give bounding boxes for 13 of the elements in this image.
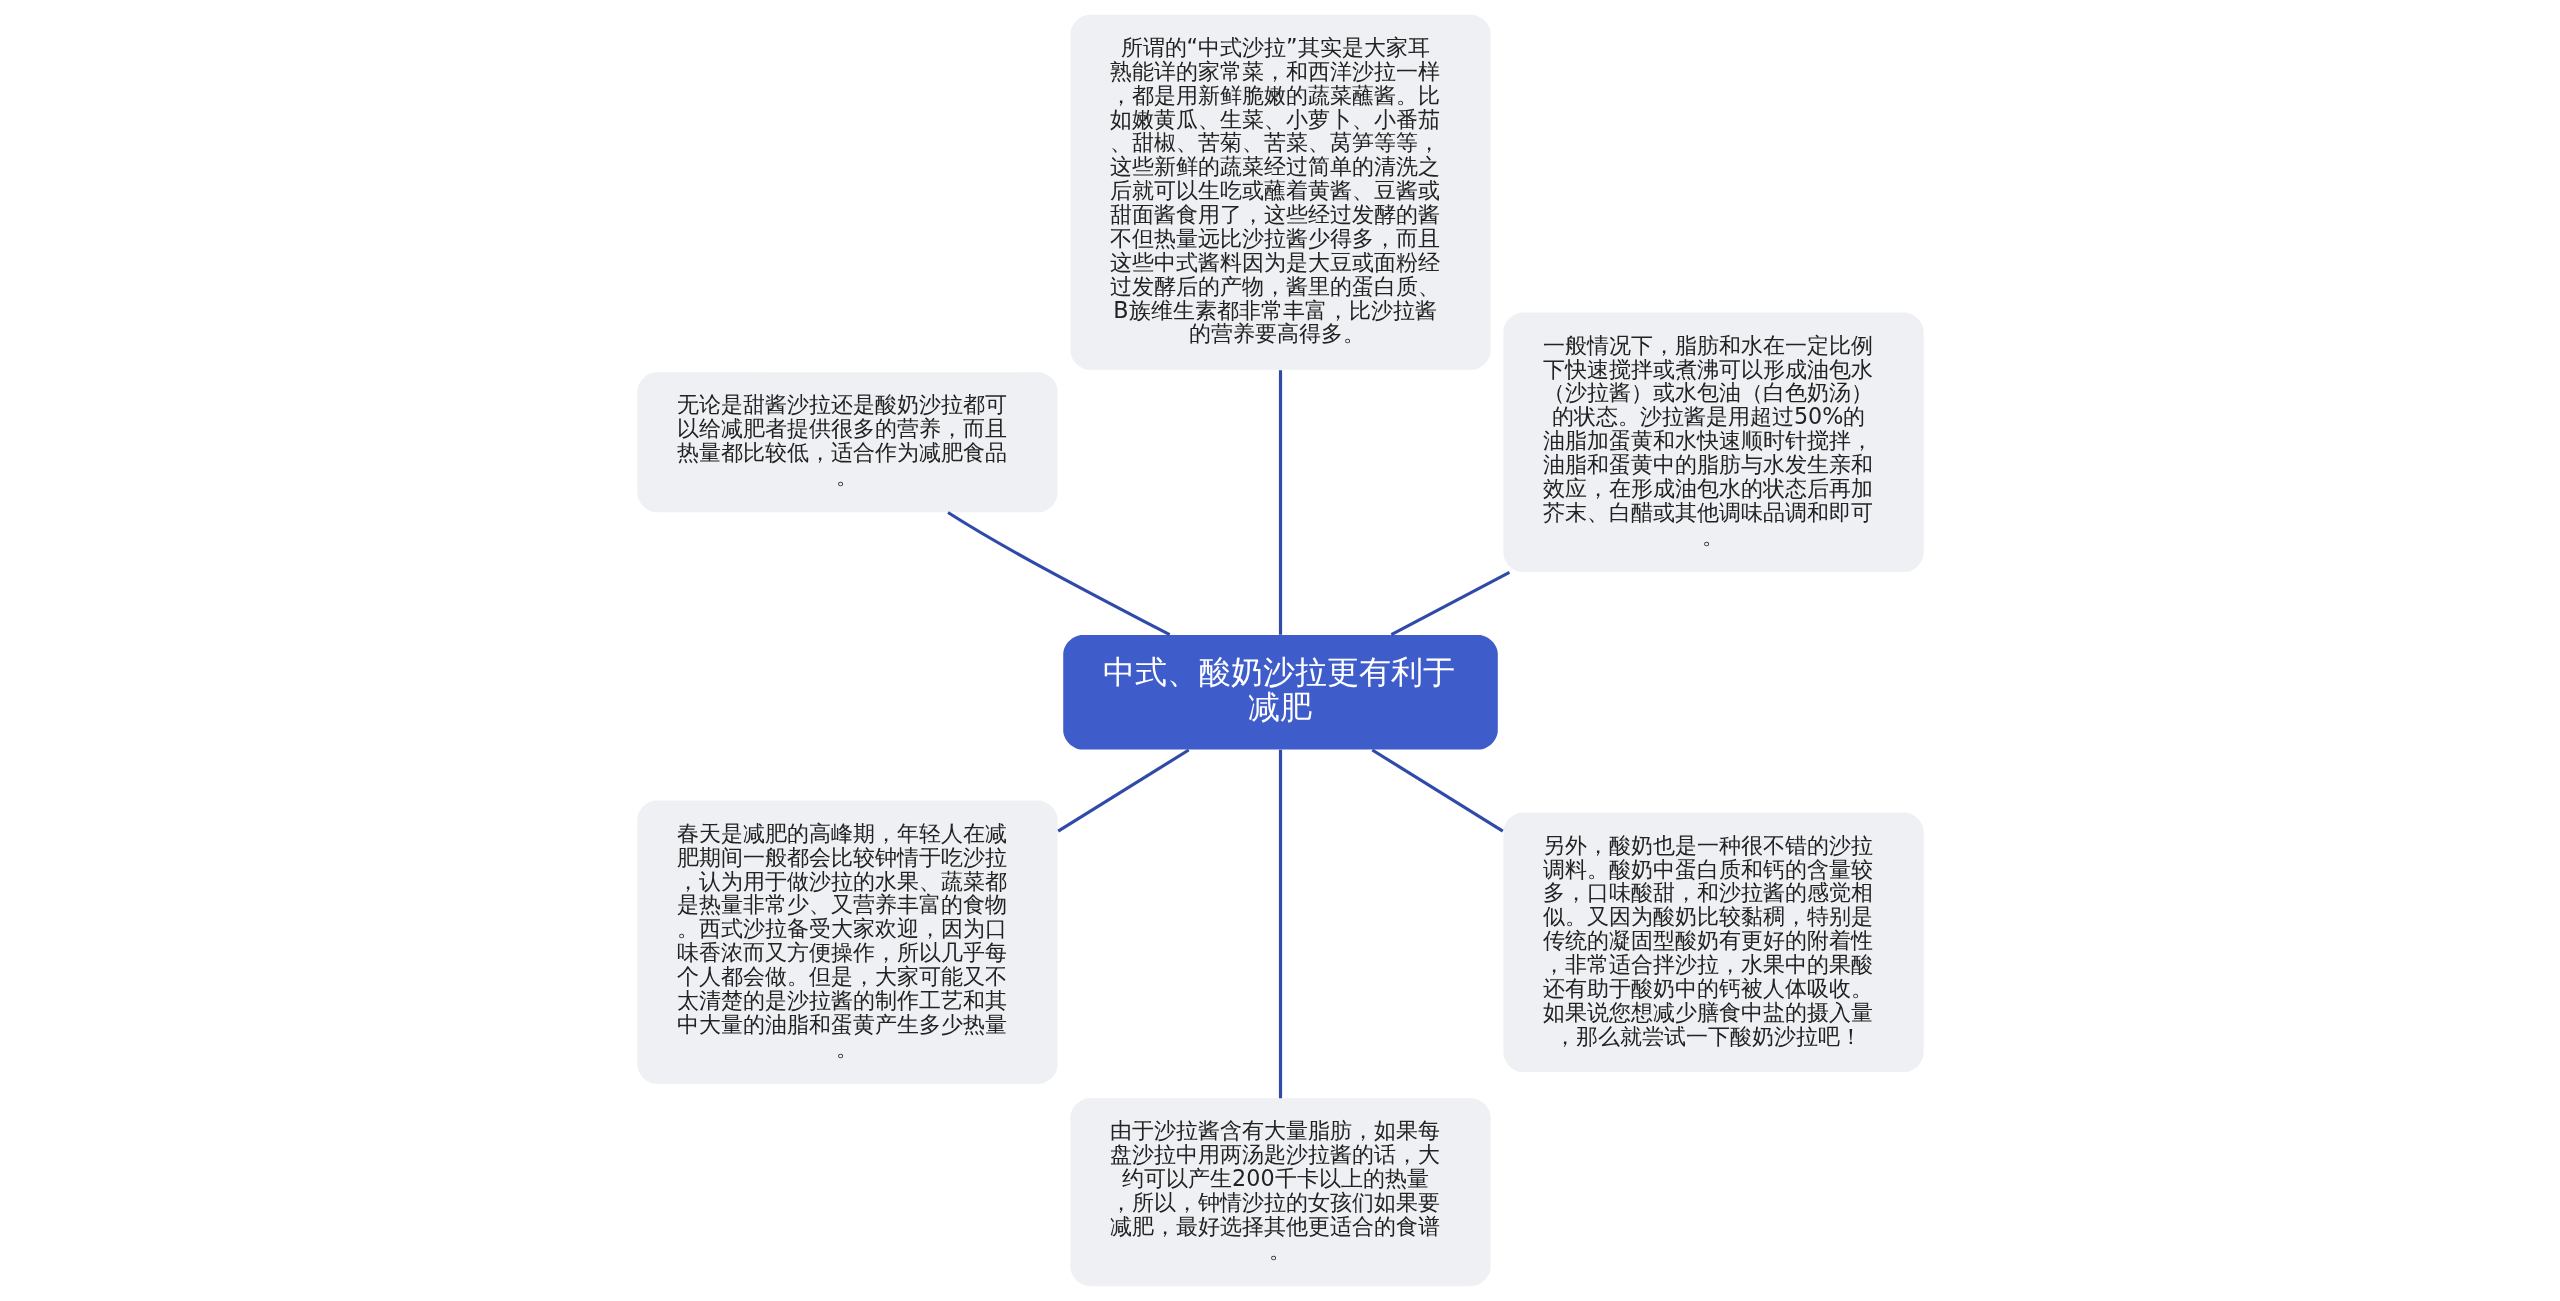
connector	[1390, 570, 1510, 637]
node-box: 由于沙拉酱含有大量脂肪，如果每盘沙拉中用两汤匙沙拉酱的话，大约可以产生200千卡以上的热量，所以，钟情沙拉的女孩们如果要减肥，最好选择其他更适合的食谱。	[1069, 1098, 1491, 1287]
connector	[946, 511, 1170, 637]
connector	[1370, 748, 1504, 833]
connector	[1278, 370, 1282, 635]
node-box: 无论是甜酱沙拉还是酸奶沙拉都可以给减肥者提供很多的营养，而且热量都比较低，适合作为减肥食品。	[636, 372, 1058, 513]
node-box: 春天是减肥的高峰期，年轻人在减肥期间一般都会比较钟情于吃沙拉，认为用于做沙拉的水果、蔬菜都是热量非常少、又营养丰富的食物。西式沙拉备受大家欢迎，因为口味香浓而又方便操作，所以几乎每个人都会做。但是，大家可能又不太清楚的是沙拉酱的制作工艺和其中大量的油脂和蛋黄产生多少热量。	[636, 800, 1058, 1084]
connector	[1278, 749, 1282, 1099]
node-box: 一般情况下，脂肪和水在一定比例下快速搅拌或煮沸可以形成油包水（沙拉酱）或水包油（白色奶汤）的状态。沙拉酱是用超过50%的油脂加蛋黄和水快速顺时针搅拌，油脂和蛋黄中的脂肪与水发生亲和效应，在形成油包水的状态后再加芥末、白醋或其他调味品调和即可。	[1502, 312, 1924, 572]
node-box: 所谓的“中式沙拉”其实是大家耳熟能详的家常菜，和西洋沙拉一样，都是用新鲜脆嫩的蔬菜蘸酱。比如嫩黄瓜、生菜、小萝卜、小番茄、甜椒、苦菊、苦菜、莴笋等等，这些新鲜的蔬菜经过简单的清洗之后就可以生吃或蘸着黄酱、豆酱或甜面酱食用了，这些经过发酵的酱不但热量远比沙拉酱少得多，而且这些中式酱料因为是大豆或面粉经过发酵后的产物，酱里的蛋白质、B族维生素都非常丰富，比沙拉酱的营养要高得多。	[1069, 14, 1491, 370]
node-box: 另外，酸奶也是一种很不错的沙拉调料。酸奶中蛋白质和钙的含量较多，口味酸甜，和沙拉酱的感觉相似。又因为酸奶比较黏稠，特别是传统的凝固型酸奶有更好的附着性，非常适合拌沙拉，水果中的果酸还有助于酸奶中的钙被人体吸收。如果说您想减少膳食中盐的摄入量，那么就尝试一下酸奶沙拉吧！	[1502, 812, 1924, 1073]
connector	[1056, 748, 1190, 833]
node-box: 中式、酸奶沙拉更有利于减肥	[1062, 635, 1498, 750]
